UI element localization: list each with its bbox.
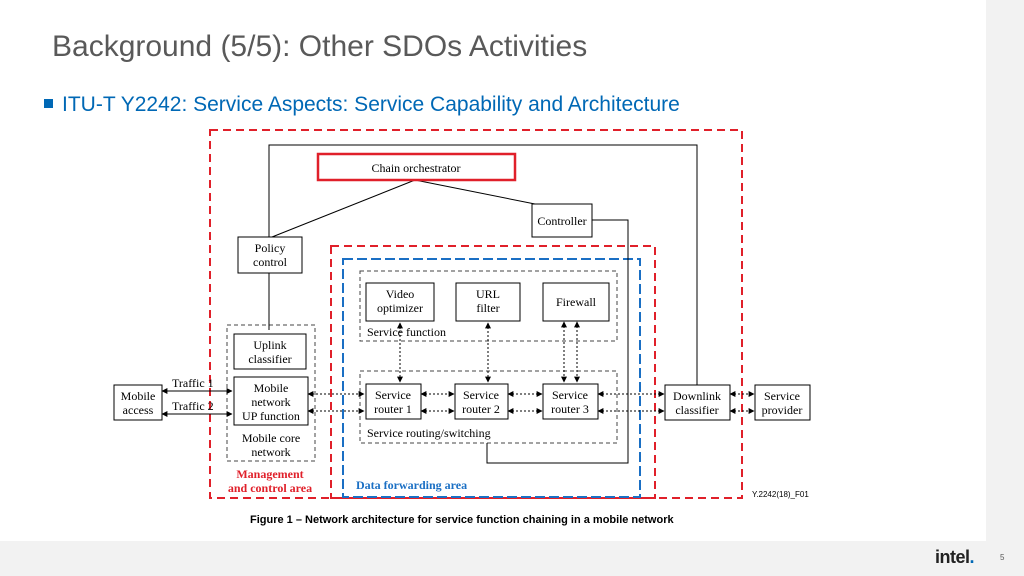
management-area-label-1: Management [236, 467, 303, 481]
policy-to-orchestrator-line [271, 179, 416, 238]
service-router-2-label-2: router 2 [462, 402, 500, 416]
policy-control-label-1: Policy [255, 241, 286, 255]
controller-label: Controller [537, 214, 586, 228]
chain-orchestrator-label: Chain orchestrator [372, 161, 461, 175]
service-router-2-box [454, 383, 509, 420]
url-filter-label-1: URL [476, 287, 500, 301]
service-router-1-label-1: Service [375, 388, 411, 402]
mobile-access-label-2: access [123, 403, 154, 417]
downlink-classifier-box [664, 384, 731, 421]
data-forwarding-area-border [342, 258, 641, 498]
bullet-square-icon [44, 99, 53, 108]
downlink-classifier-label-1: Downlink [673, 389, 721, 403]
intel-logo: intel. [935, 547, 974, 568]
uplink-classifier-box [233, 333, 307, 370]
service-provider-label-1: Service [764, 389, 800, 403]
mobile-network-up-label-2: network [251, 395, 290, 409]
bullet-text: ITU-T Y2242: Service Aspects: Service Ca… [62, 93, 680, 116]
figure-id-label: Y.2242(18)_F01 [752, 490, 809, 499]
controller-box [531, 203, 593, 238]
inner-red-area-border [330, 245, 656, 499]
data-forwarding-area-label: Data forwarding area [356, 478, 467, 492]
figure-caption: Figure 1 – Network architecture for serv… [250, 514, 674, 526]
controller-to-routing-line [486, 219, 629, 464]
chain-orchestrator-box [316, 152, 517, 182]
slide-title: Background (5/5): Other SDOs Activities [52, 30, 588, 63]
management-area-label-2: and control area [228, 481, 312, 495]
intel-logo-text: intel [935, 547, 970, 567]
video-optimizer-box [365, 282, 435, 322]
policy-control-label-2: control [253, 255, 288, 269]
page-number: 5 [1000, 553, 1005, 562]
service-router-3-box [542, 383, 599, 420]
outer-area-border [209, 129, 743, 499]
mobile-network-up-label-3: UP function [242, 409, 300, 423]
downlink-classifier-label-2: classifier [675, 403, 718, 417]
mobile-network-up-label-1: Mobile [254, 381, 289, 395]
mobile-core-network-label-1: Mobile core [242, 431, 300, 445]
service-routing-label: Service routing/switching [367, 426, 491, 440]
uplink-classifier-label-2: classifier [248, 352, 291, 366]
service-router-3-label-1: Service [552, 388, 588, 402]
mobile-access-box [113, 384, 163, 421]
service-router-3-label-2: router 3 [551, 402, 589, 416]
service-function-label: Service function [367, 325, 446, 339]
mobile-core-network-label-2: network [251, 445, 290, 459]
footer-band [0, 541, 1024, 576]
service-router-1-label-2: router 1 [374, 402, 412, 416]
right-side-strip [986, 0, 1024, 576]
uplink-classifier-label-1: Uplink [253, 338, 286, 352]
traffic-2-label: Traffic 2 [172, 399, 214, 413]
mobile-access-label-1: Mobile [121, 389, 156, 403]
url-filter-box [455, 282, 521, 322]
orchestrator-to-controller-line [414, 179, 541, 206]
traffic-1-label: Traffic 1 [172, 376, 214, 390]
firewall-box [542, 282, 610, 322]
video-optimizer-label-1: Video [386, 287, 415, 301]
service-router-1-box [365, 383, 422, 420]
service-provider-label-2: provider [762, 403, 803, 417]
url-filter-label-2: filter [476, 301, 499, 315]
mobile-network-up-box [233, 376, 309, 426]
intel-logo-dot: . [969, 547, 975, 567]
policy-to-downlink-line [268, 144, 698, 390]
service-provider-box [754, 384, 811, 421]
policy-control-box [237, 236, 303, 274]
service-router-2-label-1: Service [463, 388, 499, 402]
firewall-label: Firewall [556, 295, 597, 309]
video-optimizer-label-2: optimizer [377, 301, 423, 315]
